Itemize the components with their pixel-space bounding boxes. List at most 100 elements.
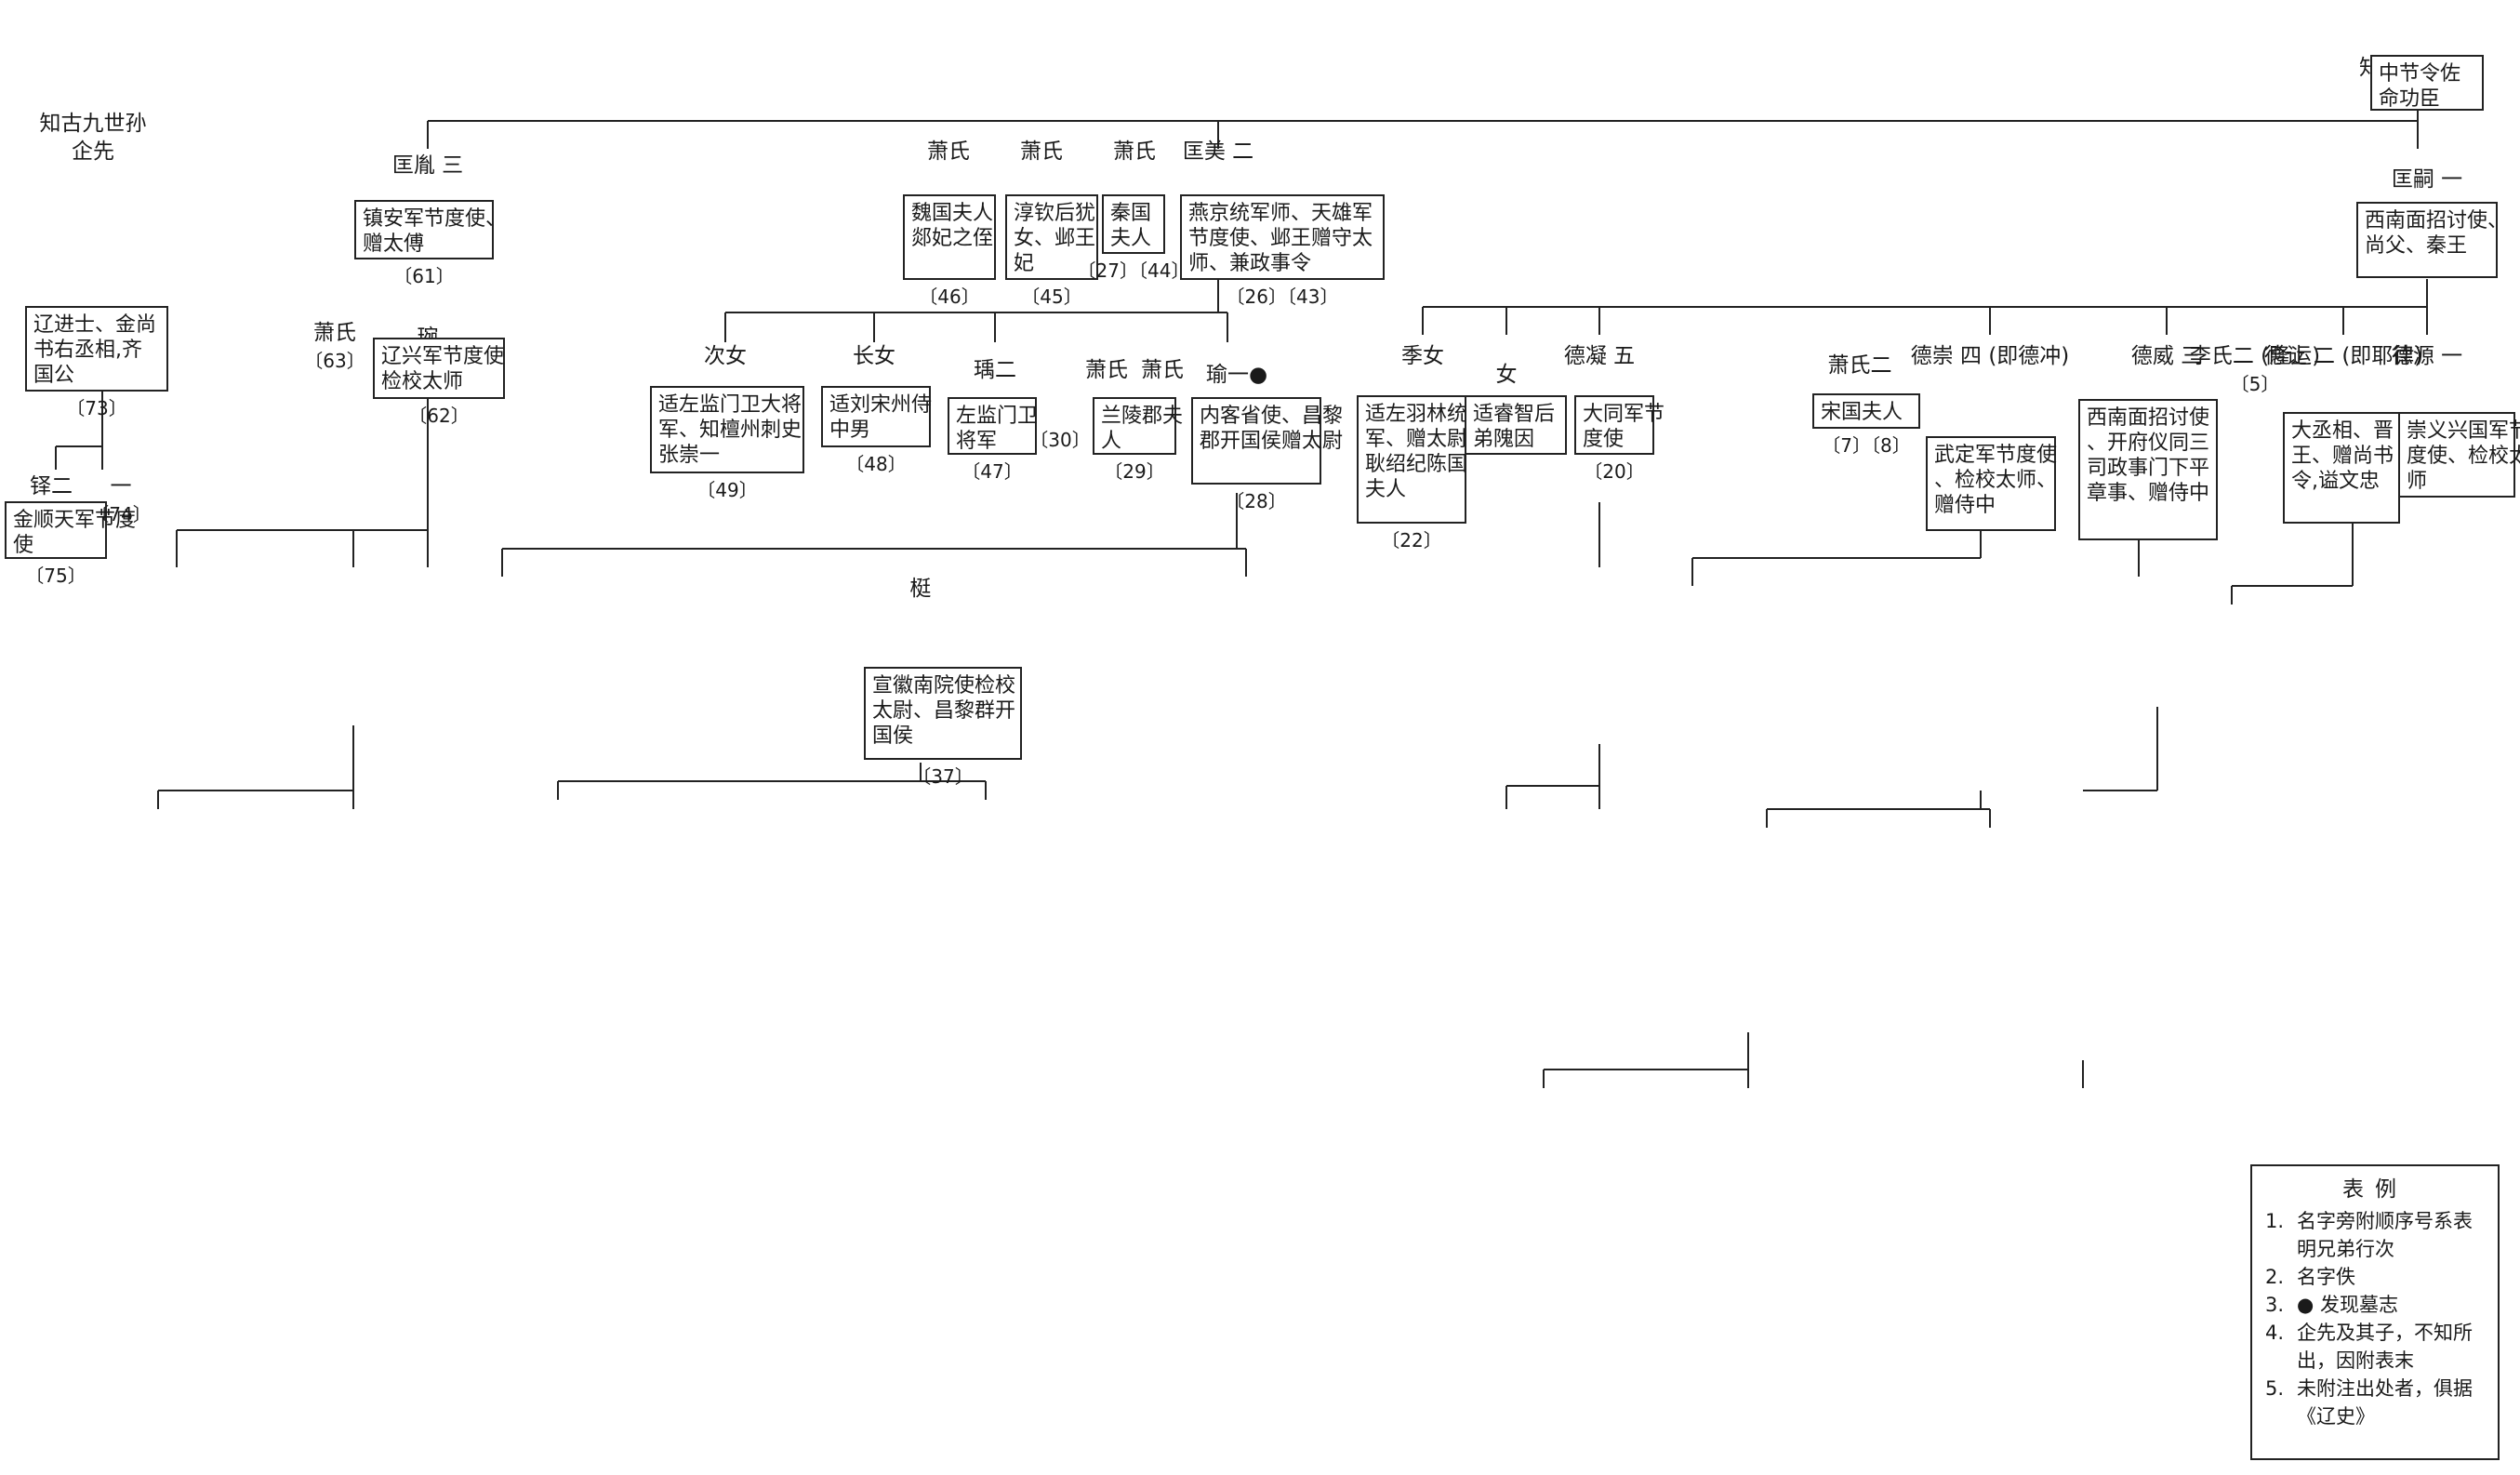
legend-text: 名字佚 (2297, 1266, 2355, 1288)
office-text: 适左羽林统军、赠太尉耿绍纪陈国夫人 (1365, 403, 1467, 501)
office-box (2356, 202, 2498, 278)
office-box (650, 386, 804, 473)
office-box (1102, 194, 1165, 254)
source-number: 〔61〕 (393, 265, 454, 287)
office-text: 武定军节度使、检校太师、赠侍中 (1934, 444, 2057, 517)
office-box (1465, 395, 1567, 455)
office-text: 兰陵郡夫人 (1101, 405, 1183, 453)
legend-index: 5. (2265, 1377, 2285, 1400)
office-text: 西南面招讨使、尚父、秦王 (2365, 209, 2508, 258)
person-name: 萧氏 (1141, 358, 1184, 382)
office-text: 辽进士、金尚书右丞相,齐国公 (33, 313, 156, 387)
person-node: 萧氏〔63〕 (304, 321, 365, 372)
office-text: 大同军节度使 (1583, 403, 1665, 451)
person-name: 萧氏 (1020, 140, 1063, 164)
person-name: 企先 (72, 140, 114, 164)
legend-box: 表例 1. 名字旁附顺序号系表明兄弟行次 2. 名字佚 3. ● 发现墓志 4.… (2250, 1164, 2500, 1460)
person-node: 知古中节令佐命功臣 (2359, 55, 2484, 111)
person-name: 萧氏二 (1828, 353, 1892, 378)
office-box (2078, 399, 2218, 540)
office-text: 金顺天军节度使 (13, 509, 136, 557)
source-number: 〔63〕 (304, 350, 365, 372)
person-node: 李氏二 (隆运)〔5〕 (2190, 344, 2320, 395)
office-text: 适睿智后弟隗因 (1473, 403, 1555, 451)
office-text: 宋国夫人 (1821, 401, 1903, 424)
source-number: 〔22〕 (1381, 529, 1441, 551)
office-box (2283, 412, 2400, 524)
legend-index: 1. (2265, 1210, 2285, 1232)
source-number: 〔75〕 (25, 565, 86, 587)
tree-connectors (55, 110, 2428, 1088)
person-name: 瑜一● (1206, 363, 1267, 387)
person-name: 德凝 五 (1564, 344, 1635, 368)
office-box (864, 667, 1022, 760)
office-box (25, 306, 168, 392)
office-box (1093, 397, 1176, 455)
person-name: 德让 二 (即耶律) (2264, 344, 2423, 368)
person-name: 次女 (704, 344, 747, 368)
office-box (821, 386, 931, 447)
office-text: 辽兴军节度使检校太师 (381, 345, 504, 393)
person-name: 一 (111, 474, 132, 498)
person-name: 萧氏 (927, 140, 970, 164)
source-number: 〔73〕 (66, 397, 126, 419)
legend-text: 企先及其子，不知所出，因附表末 (2297, 1322, 2473, 1372)
person-name: 铎二 (30, 474, 73, 498)
person-name: 德源 一 (2392, 344, 2462, 368)
office-text: 魏国夫人郯妃之侄 (911, 202, 993, 250)
source-number: 〔46〕 (919, 286, 979, 308)
office-text: 中节令佐命功臣 (2379, 62, 2460, 111)
office-box (354, 200, 494, 259)
source-number: 〔20〕 (1584, 460, 1644, 483)
legend-item: 5. 未附注出处者，俱据《辽史》 (2265, 1375, 2485, 1430)
source-number: 〔26〕〔43〕 (1227, 286, 1339, 308)
person-name: 梃 (910, 577, 932, 601)
legend-text: 未附注出处者，俱据《辽史》 (2297, 1377, 2473, 1428)
office-box (2370, 55, 2484, 111)
person-node: 〔30〕 (1029, 429, 1090, 451)
legend-index: 4. (2265, 1322, 2285, 1344)
person-name: 萧氏 (313, 321, 356, 345)
office-box (1812, 393, 1920, 429)
office-text: 左监门卫将军 (956, 405, 1038, 453)
source-number: 〔74〕 (90, 503, 151, 525)
person-prefix: 知古九世孙 (40, 112, 147, 136)
person-node: 德让 二 (即耶律) 大丞相、晋王、赠尚书令,谥文忠 (2264, 344, 2423, 524)
source-number: 〔45〕 (1021, 286, 1081, 308)
office-box (5, 501, 107, 559)
person-node: 琬辽兴军节度使检校太师〔62〕 (373, 326, 505, 427)
office-box (948, 397, 1037, 455)
person-node: 德崇 四 (即德冲)武定军节度使、检校太师、赠侍中 (1911, 344, 2069, 531)
source-number: 〔30〕 (1029, 429, 1090, 451)
office-text: 大丞相、晋王、赠尚书令,谥文忠 (2291, 419, 2394, 493)
legend-text: 名字旁附顺序号系表明兄弟行次 (2297, 1210, 2473, 1260)
source-number: 〔49〕 (696, 479, 757, 501)
person-node: 萧氏 (1141, 358, 1184, 382)
office-text: 适刘宋州侍中男 (829, 393, 932, 442)
source-number: 〔7〕〔8〕 (1822, 434, 1910, 457)
office-box (1926, 436, 2056, 531)
office-box (1574, 395, 1654, 455)
legend-item: 3. ● 发现墓志 (2265, 1291, 2485, 1319)
source-number: 〔5〕 (2231, 373, 2280, 395)
source-number: 〔29〕 (1104, 460, 1164, 483)
person-name: 萧氏 (1085, 358, 1128, 382)
person-name: 女 (1496, 363, 1518, 387)
